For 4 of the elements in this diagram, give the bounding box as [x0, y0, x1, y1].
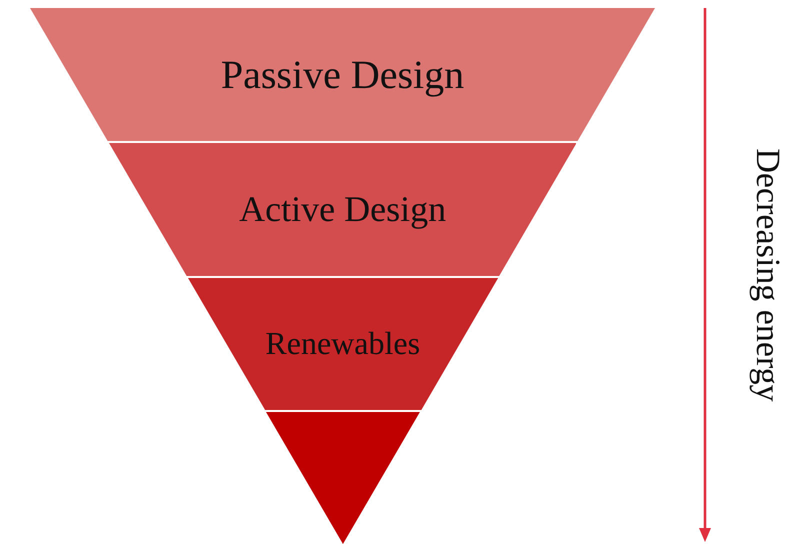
- axis-label: Decreasing energy: [748, 148, 786, 402]
- band-label: Active Design: [238, 188, 448, 230]
- band-label: Renewables: [264, 324, 422, 362]
- band-label: Passive Design: [220, 50, 466, 98]
